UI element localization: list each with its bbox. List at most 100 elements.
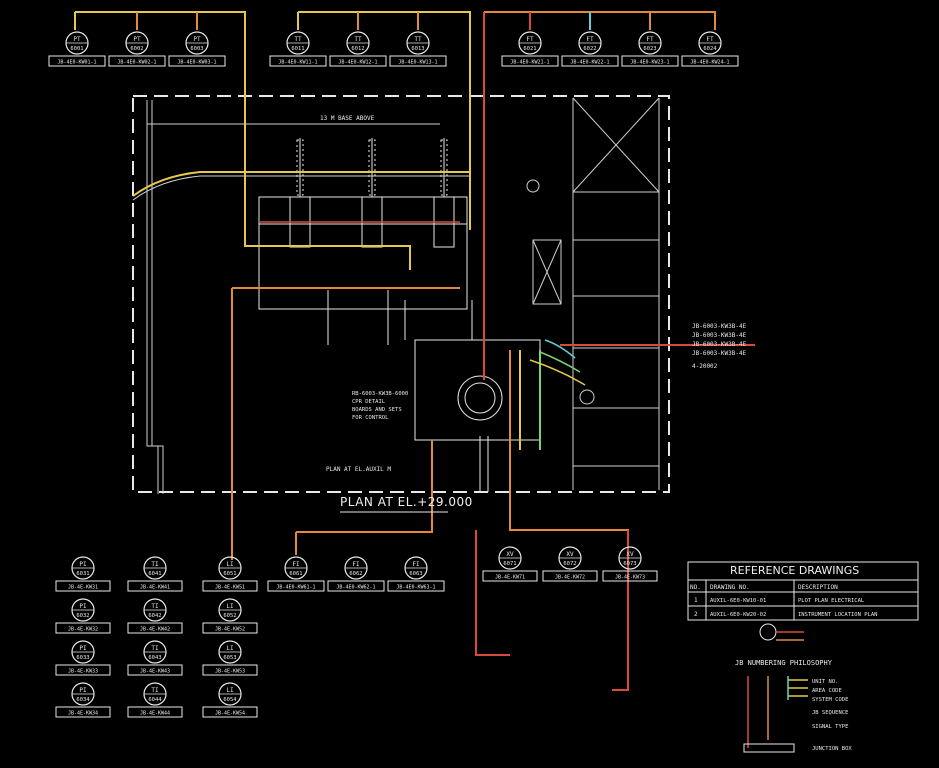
- ref-row1-drawing: AUXIL-6E0-KW10-01: [710, 598, 766, 604]
- instrument-label: JB-4E-KW42: [140, 627, 170, 633]
- instrument-tag: TI: [151, 687, 159, 694]
- ref-row2-no: 2: [694, 611, 698, 618]
- right-annotation-4: JB-6003-KW3B-4E: [692, 350, 747, 357]
- ref-header-desc: DESCRIPTION: [798, 584, 838, 591]
- instrument-tag: TT: [354, 36, 362, 43]
- cable-tray-colors: [529, 339, 586, 386]
- instrument-label-box: [269, 55, 327, 67]
- instrument-label-box: [387, 580, 445, 592]
- legend-item-3: SYSTEM CODE: [812, 697, 848, 703]
- instrument-tag: XV: [506, 551, 514, 558]
- instrument-tag: PT: [73, 36, 81, 43]
- inner-wall-left-2: [151, 100, 164, 494]
- center-note-3: BOARDS AND SETS: [352, 407, 402, 413]
- equipment-block: [258, 138, 541, 492]
- instrument-label-box: [55, 664, 111, 676]
- right-annotation-3: JB-6003-KW3B-4E: [692, 341, 747, 348]
- reference-title: REFERENCE DRAWINGS: [730, 564, 860, 577]
- instrument-label-box: [55, 622, 111, 634]
- instrument-tag: FT: [646, 36, 654, 43]
- instrument-tag: PI: [79, 603, 87, 610]
- legend-item-6: JUNCTION BOX: [812, 746, 852, 752]
- instrument-label-box: [482, 570, 538, 582]
- instrument-tag: LI: [226, 645, 234, 652]
- instrument-tag: PI: [79, 561, 87, 568]
- instrument-number: 6051: [223, 571, 236, 577]
- inner-plan-label: PLAN AT EL.AUXIL M: [326, 466, 391, 473]
- instrument-number: 6043: [148, 655, 161, 661]
- instrument-number: 6031: [76, 571, 89, 577]
- instrument-label: JB-4E-KW33: [68, 669, 98, 675]
- instrument-tag: TI: [151, 561, 159, 568]
- instrument-label-box: [602, 570, 658, 582]
- instrument-number: 6002: [130, 46, 143, 52]
- legend-leaders: [743, 676, 808, 753]
- instrument-tag: FT: [586, 36, 594, 43]
- instrument-number: 6023: [643, 46, 656, 52]
- instrument-number: 6003: [190, 46, 203, 52]
- instrument-label: JB-4E-KW51: [215, 585, 245, 591]
- instrument-label-box: [127, 580, 183, 592]
- instrument-tag: LI: [226, 687, 234, 694]
- instrument-number: 6041: [148, 571, 161, 577]
- instrument-tag: FI: [352, 561, 360, 568]
- instrument-label: JB-4E0-KW03-1: [177, 60, 216, 66]
- instrument-label: JB-4E-KW52: [215, 627, 245, 633]
- instrument-tag: FI: [412, 561, 420, 568]
- instrument-tag: TT: [414, 36, 422, 43]
- instrument-label-box: [329, 55, 387, 67]
- instrument-label-box: [202, 706, 258, 718]
- instrument-label-box: [55, 706, 111, 718]
- structural-grid: [526, 97, 660, 490]
- instrument-label-box: [542, 570, 598, 582]
- instrument-label-box: [108, 55, 166, 67]
- instrument-label: JB-4E-KW53: [215, 669, 245, 675]
- instrument-number: 6024: [703, 46, 717, 52]
- instrument-tag: TT: [294, 36, 302, 43]
- instrument-label: JB-4E-KW54: [215, 711, 245, 717]
- top-strip-label: 13 M BASE ABOVE: [320, 115, 375, 122]
- instrument-number: 6044: [148, 697, 162, 703]
- instrument-tag: TI: [151, 645, 159, 652]
- instrument-label-box: [127, 622, 183, 634]
- instrument-label: JB-4E-KW44: [140, 711, 170, 717]
- instrument-tag: PI: [79, 645, 87, 652]
- instrument-label: JB-4E0-KW23-1: [630, 60, 669, 66]
- instrument-label: JB-4E0-KW63-1: [396, 585, 435, 591]
- legend-item-5: SIGNAL TYPE: [812, 724, 848, 730]
- ref-header-no: NO.: [690, 584, 701, 591]
- instrument-label: JB-4E-KW71: [495, 575, 525, 581]
- instrument-number: 6063: [409, 571, 422, 577]
- ref-row1-desc: PLOT PLAN ELECTRICAL: [798, 598, 865, 604]
- instrument-number: 6021: [523, 46, 536, 52]
- legend-item-4: JB SEQUENCE: [812, 710, 848, 716]
